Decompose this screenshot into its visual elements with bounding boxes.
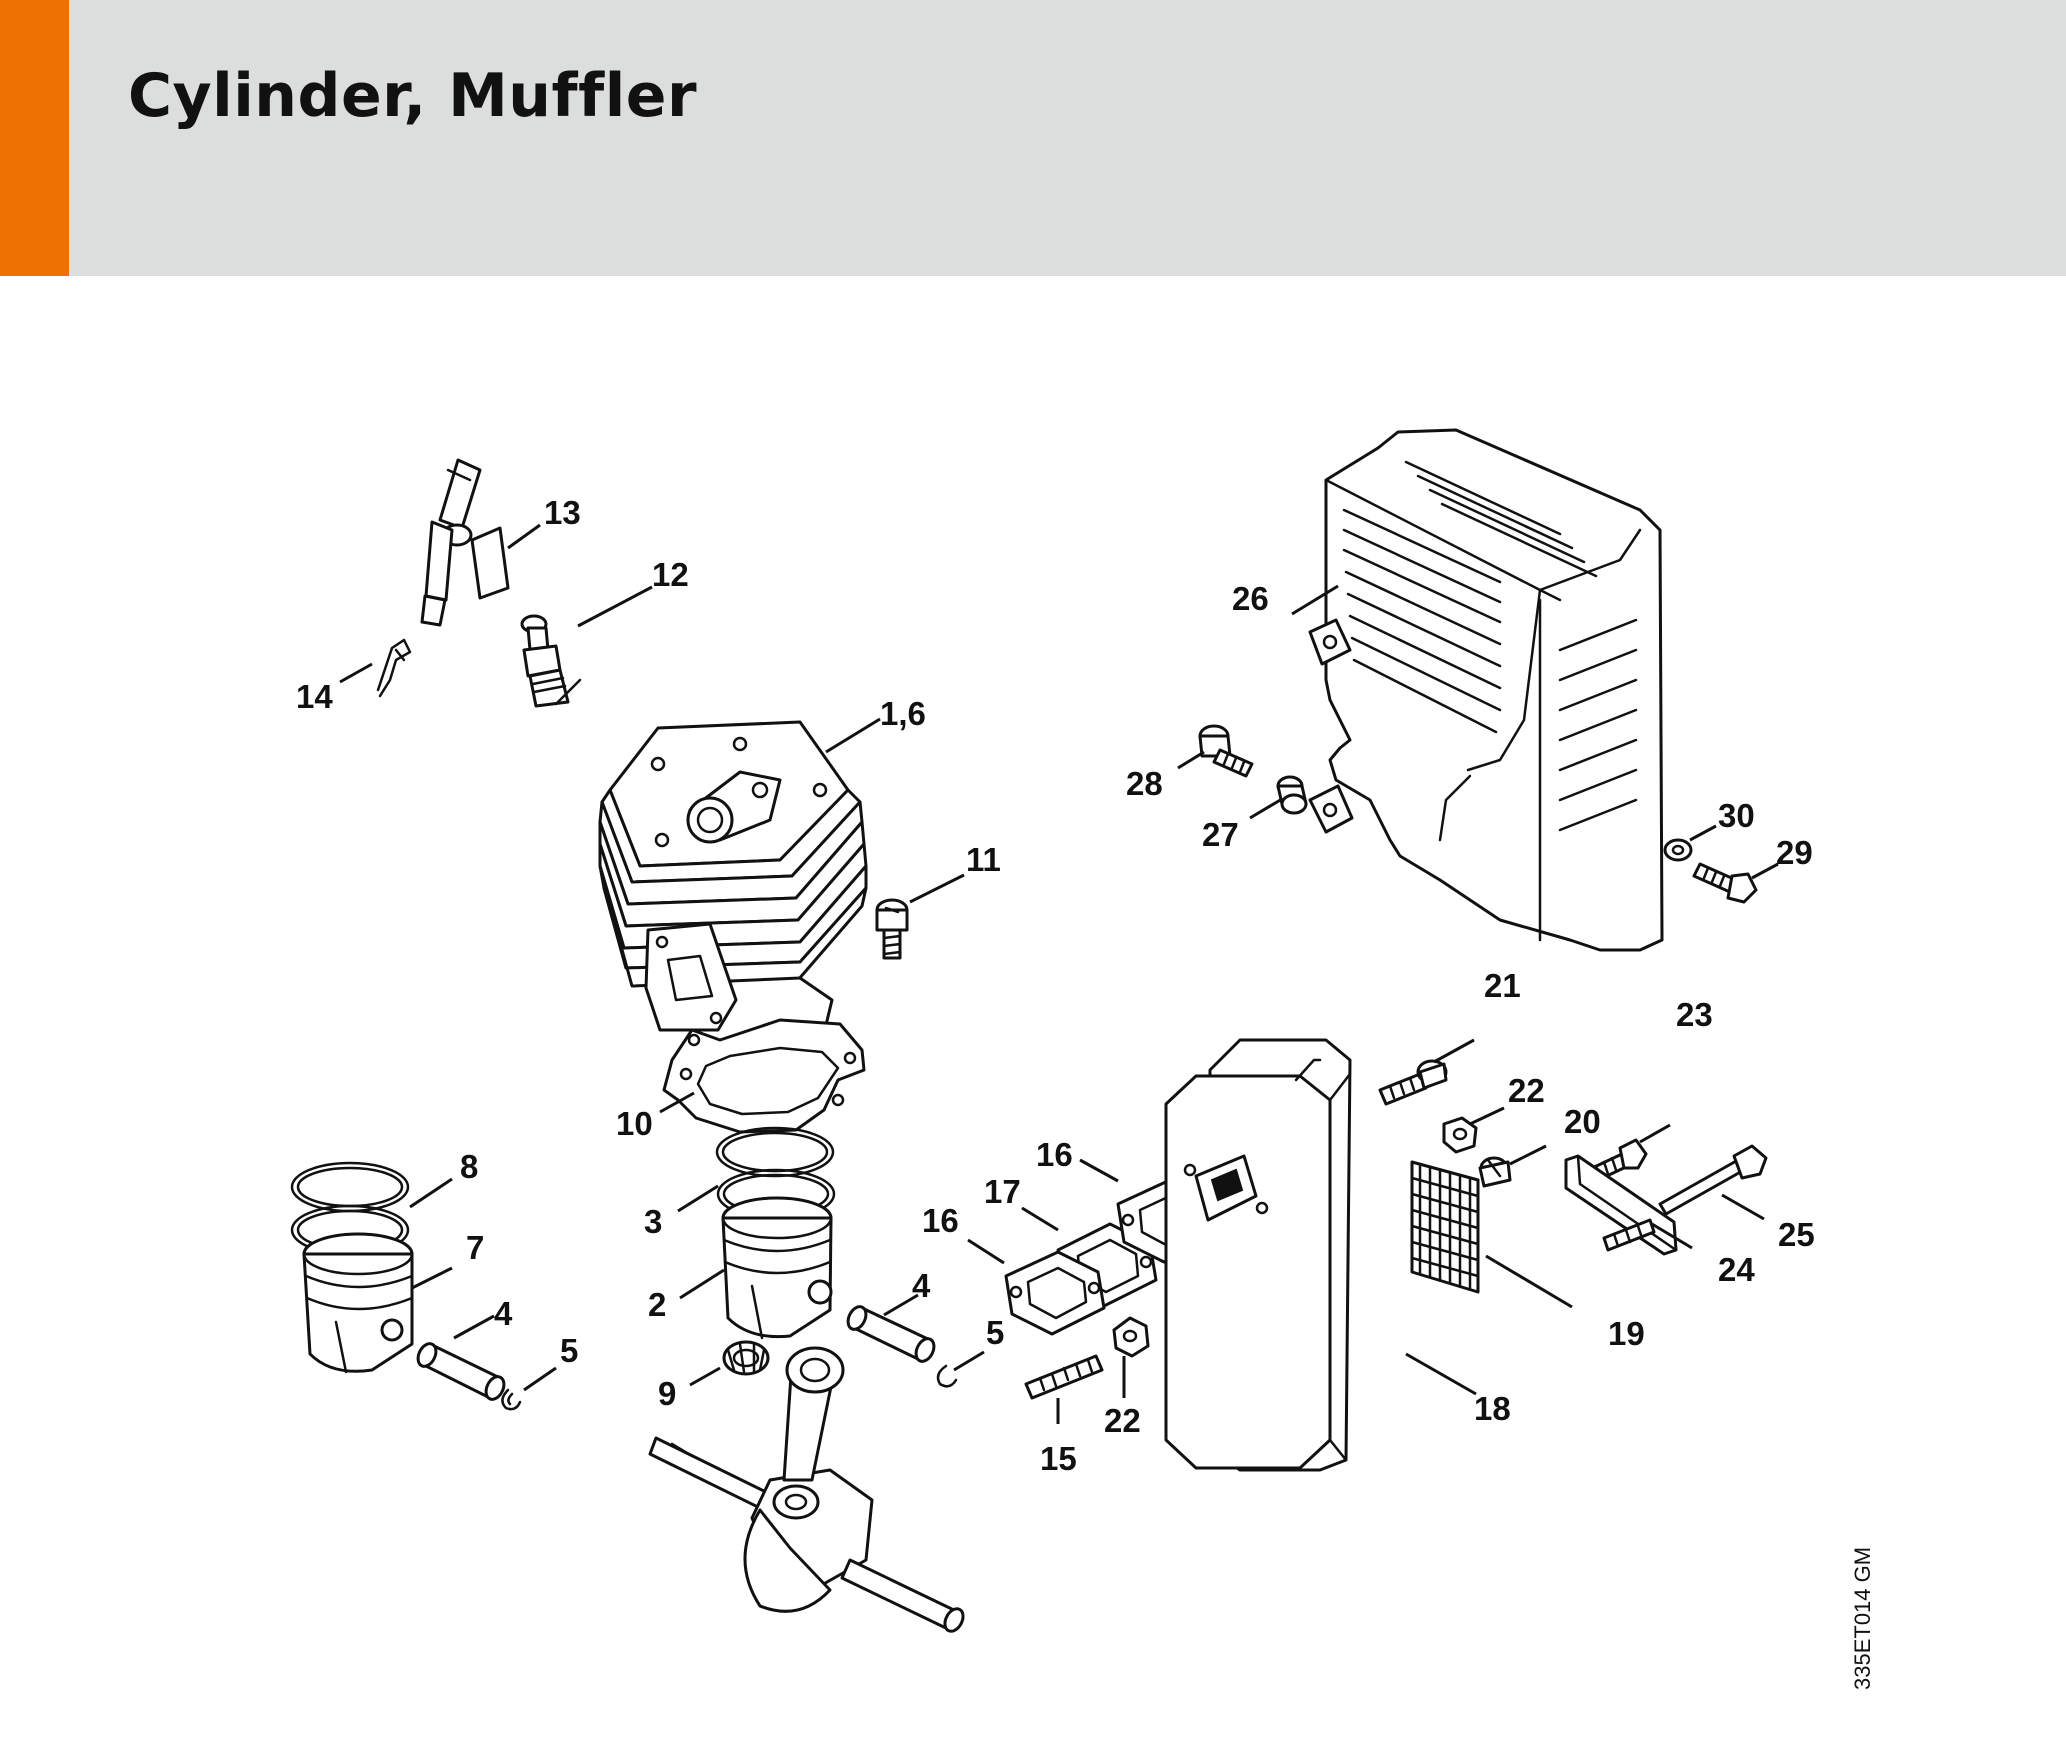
callout-2: 2: [648, 1286, 666, 1323]
callout-20: 20: [1564, 1103, 1601, 1140]
callout-14: 14: [296, 678, 333, 715]
part-25-bolt: [1658, 1144, 1768, 1216]
callout-17: 17: [984, 1173, 1021, 1210]
part-28-screw: [1198, 724, 1254, 778]
part-9-needle-cage: [722, 1340, 770, 1376]
callout-18: 18: [1474, 1390, 1511, 1427]
callout-5-left: 5: [560, 1332, 578, 1369]
part-7-piston: [302, 1232, 414, 1374]
callout-5-right: 5: [986, 1314, 1004, 1351]
callout-29: 29: [1776, 834, 1813, 871]
part-18-muffler: [1164, 1038, 1352, 1472]
callout-22-upper: 22: [1508, 1072, 1545, 1109]
callout-28: 28: [1126, 765, 1163, 802]
part-30-washer: [1663, 838, 1693, 862]
callout-9: 9: [658, 1375, 676, 1412]
part-24-plate: [1564, 1154, 1678, 1256]
part-4-piston-pin-right: [846, 1305, 936, 1363]
header-band: [0, 0, 2066, 276]
drawing-code: 335ET014 GM: [1850, 1547, 1875, 1690]
callout-4-right: 4: [912, 1267, 931, 1304]
callout-numbers: 13 12 14 1,6 11 10 8 7 4 5 3 2 4 5 9 26 …: [296, 494, 1815, 1477]
part-22-nut-lower: [1112, 1316, 1150, 1358]
part-26-muffler-shroud: [1308, 428, 1664, 952]
part-21-screw: [1378, 1059, 1448, 1106]
page-title: Cylinder, Muffler: [128, 61, 698, 131]
callout-26: 26: [1232, 580, 1269, 617]
callout-1-6: 1,6: [880, 695, 926, 732]
part-11-screw: [875, 898, 909, 960]
part-16-gasket-lower: [1004, 1250, 1106, 1336]
callout-24: 24: [1718, 1251, 1755, 1288]
part-15-stud: [1024, 1354, 1104, 1400]
callout-30: 30: [1718, 797, 1755, 834]
callout-21: 21: [1484, 967, 1521, 1004]
callout-25: 25: [1778, 1216, 1815, 1253]
part-29-screw: [1692, 862, 1758, 904]
part-22-nut-upper: [1442, 1116, 1478, 1154]
leader-lines: [339, 523, 1779, 1424]
callout-13: 13: [544, 494, 581, 531]
callout-3: 3: [644, 1203, 662, 1240]
callout-27: 27: [1202, 816, 1239, 853]
callout-4-left: 4: [494, 1295, 513, 1332]
part-12-spark-plug: [520, 614, 582, 708]
callout-22-lower: 22: [1104, 1402, 1141, 1439]
part-5-circlip-left: [501, 1388, 522, 1411]
part-5-circlip-right: [936, 1364, 958, 1388]
callout-11: 11: [966, 841, 1001, 878]
part-13-spark-plug-boot: [420, 458, 510, 627]
callout-16-upper: 16: [1036, 1136, 1073, 1173]
part-14-spring-clip: [376, 638, 412, 698]
part-2-piston: [721, 1196, 833, 1340]
part-1-6-cylinder: [598, 720, 868, 1072]
part-27-sleeve: [1276, 775, 1308, 815]
callout-19: 19: [1608, 1315, 1645, 1352]
callout-12: 12: [652, 556, 689, 593]
crankshaft-with-connecting-rod: [648, 1346, 965, 1633]
callout-8: 8: [460, 1148, 478, 1185]
callout-23: 23: [1676, 996, 1713, 1033]
callout-7: 7: [466, 1229, 484, 1266]
part-4-piston-pin-left: [416, 1342, 506, 1401]
callout-15: 15: [1040, 1440, 1077, 1477]
callout-16-lower: 16: [922, 1202, 959, 1239]
part-10-gasket: [662, 1018, 866, 1134]
part-20-screw: [1478, 1156, 1512, 1188]
callout-10: 10: [616, 1105, 653, 1142]
accent-bar: [0, 0, 69, 276]
part-19-screen: [1410, 1160, 1480, 1294]
